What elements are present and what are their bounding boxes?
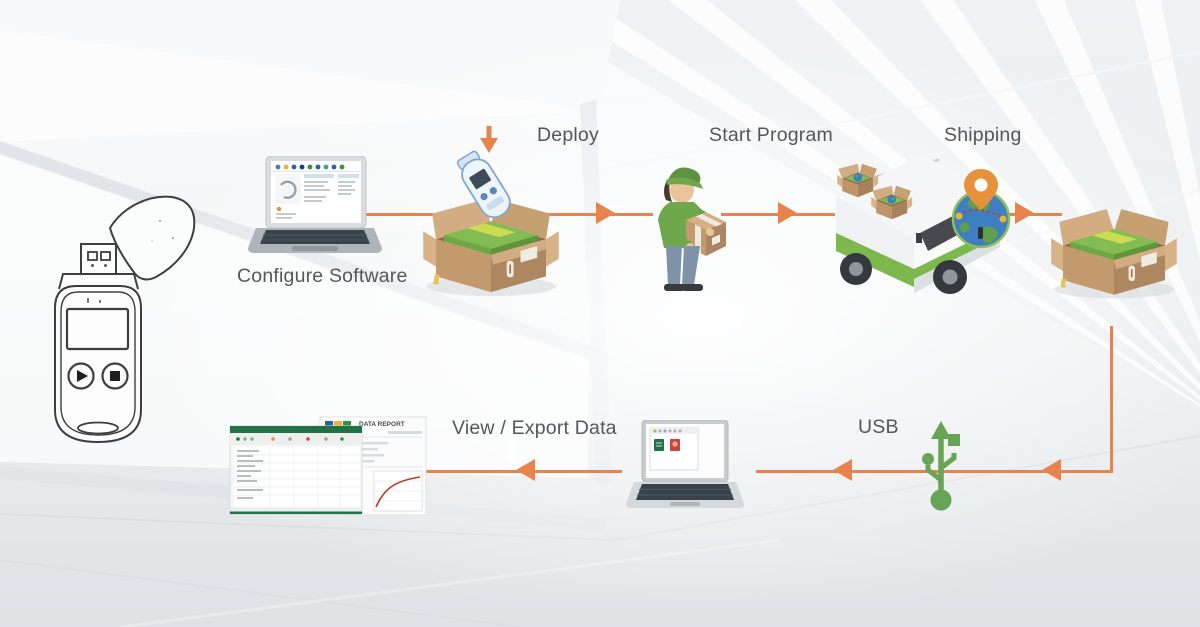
excel-file-icon [654, 439, 664, 451]
play-icon [77, 370, 88, 382]
view-export-data-label: View / Export Data [452, 417, 617, 439]
usb-label: USB [858, 416, 899, 438]
flow-arrow-right-2 [778, 202, 797, 224]
received-box-icon [1050, 200, 1178, 302]
location-pin-icon [964, 169, 998, 210]
flow-line-configure-deploy [364, 213, 436, 216]
flow-arrow-right-3 [1015, 202, 1034, 224]
configure-laptop-icon [248, 156, 382, 253]
shipping-label: Shipping [944, 124, 1022, 146]
falling-data-logger-icon [456, 150, 511, 219]
flow-line-usb [756, 470, 1113, 473]
stop-icon [110, 371, 120, 381]
download-laptop-icon [626, 420, 744, 508]
flow-line-export [398, 470, 622, 473]
delivery-van-icon [836, 155, 1011, 294]
report-title: DATA REPORT [359, 421, 405, 428]
flow-arrow-left-1 [1042, 459, 1061, 481]
logger-screen [65, 307, 130, 351]
flow-arrow-left-2 [833, 459, 852, 481]
flow-line-box-down [1110, 326, 1113, 472]
roof-boxes-icon [837, 163, 913, 220]
start-program-label: Start Program [709, 124, 833, 146]
spreadsheet-window-icon [229, 425, 363, 515]
deploy-down-arrow-icon [480, 126, 498, 153]
deploy-label: Deploy [537, 124, 599, 146]
file-explorer-screen [649, 427, 699, 471]
config-software-screen [271, 164, 361, 219]
data-logger-device-icon [54, 195, 196, 444]
floor-swoosh [507, 435, 519, 471]
flow-arrow-right-1 [596, 202, 615, 224]
flow-arrow-left-3 [516, 459, 535, 481]
export-documents-icon: DATA REPORT [229, 416, 427, 516]
usb-symbol-icon [922, 421, 960, 511]
van-green-stripe [836, 233, 914, 287]
configure-software-label: Configure Software [237, 265, 408, 287]
excel-title-bar [230, 426, 362, 433]
delivery-worker-icon [658, 167, 726, 291]
logger-cap [108, 195, 196, 281]
flow-line-shipping-box [1006, 213, 1062, 216]
